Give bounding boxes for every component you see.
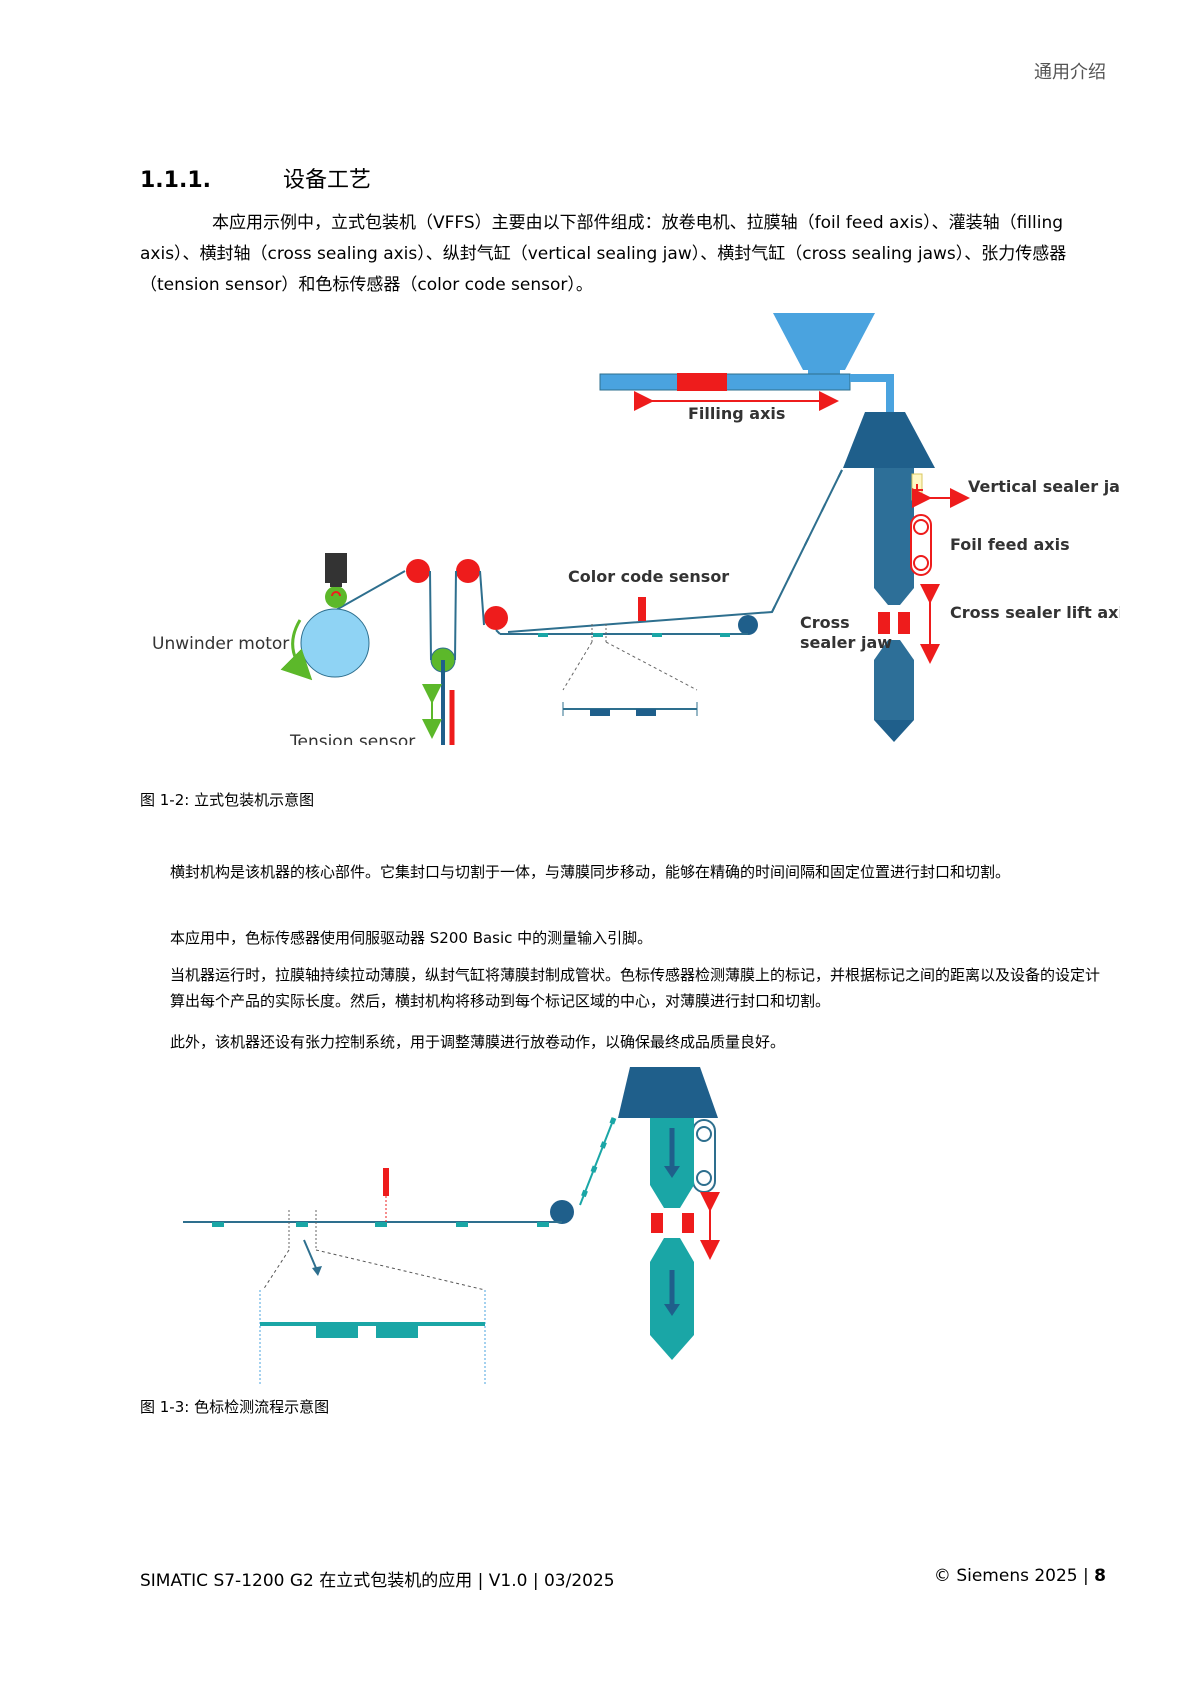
footer-copyright: © Siemens 2025 | 8 [934, 1566, 1106, 1586]
intro-paragraph: 本应用示例中，立式包装机（VFFS）主要由以下部件组成：放卷电机、拉膜轴（foi… [140, 213, 1067, 295]
film-path [507, 469, 843, 633]
color-code-sensor-2 [383, 1168, 389, 1196]
section-number: 1.1.1. [140, 168, 211, 193]
body-paragraph-4: 此外，该机器还设有张力控制系统，用于调整薄膜进行放卷动作，以确保最终成品质量良好… [170, 1033, 786, 1051]
forming-shoulder [843, 412, 935, 468]
figure1-caption: 图 1-2: 立式包装机示意图 [140, 791, 315, 809]
cross-sealer-jaw-label-1: Cross [800, 613, 850, 632]
unwinder-rotation-arrow [280, 619, 313, 681]
section-heading: 1.1.1. 设备工艺 [140, 162, 371, 194]
foil-feed-belt [910, 514, 932, 576]
section-title: 设备工艺 [283, 168, 372, 193]
footer-copyright-text: © Siemens 2025 | [933, 1566, 1095, 1586]
unwinder-drive-wheel [325, 586, 347, 608]
unwinder-motor-label: Unwinder motor [152, 634, 289, 654]
figure-vffs-machine: Filling axis Vertical sealer jaw Foil fe… [152, 313, 1120, 745]
color-code-sensor-label: Color code sensor [568, 567, 729, 586]
cross-sealer-jaw-2-right [682, 1213, 694, 1233]
cross-sealer-jaw-right [898, 612, 910, 634]
film-guide-roller [738, 615, 758, 635]
figure2-caption: 图 1-3: 色标检测流程示意图 [140, 1398, 330, 1416]
tension-sensor-label: Tension sensor [289, 732, 415, 745]
film-guide-roller-2 [550, 1200, 574, 1224]
foil-feed-belt-2 [692, 1119, 716, 1193]
body-paragraph-3: 当机器运行时，拉膜轴持续拉动薄膜，纵封气缸将薄膜封制成管状。色标传感器检测薄膜上… [170, 966, 1101, 1010]
filling-axis-label: Filling axis [688, 404, 785, 423]
body-paragraph-1: 横封机构是该机器的核心部件。它集封口与切割于一体，与薄膜同步移动，能够在精确的时… [170, 863, 1011, 881]
color-code-sensor [638, 597, 646, 621]
body-paragraph-2: 本应用中，色标传感器使用伺服驱动器 S200 Basic 中的测量输入引脚。 [170, 929, 653, 947]
unwinder-motor [325, 553, 347, 583]
unwinder-roll [300, 608, 370, 678]
figure-color-detection [183, 1067, 720, 1385]
foil-feed-axis-label: Foil feed axis [950, 535, 1070, 554]
footer-document-info: SIMATIC S7-1200 G2 在立式包装机的应用 | V1.0 | 03… [140, 1571, 615, 1591]
cross-sealer-lift-axis-label: Cross sealer lift axis [950, 603, 1120, 622]
forming-tube-upper [874, 468, 914, 588]
filling-axis-carriage [677, 373, 727, 391]
cross-sealer-jaw-label-2: sealer jaw [800, 633, 892, 652]
forming-tube-tip [874, 720, 914, 742]
forming-tube-lower [874, 640, 914, 720]
idler-roller-1 [406, 559, 430, 583]
forming-shoulder-2 [618, 1067, 718, 1118]
cross-sealer-jaw-2-left [651, 1213, 663, 1233]
page-header-chapter: 通用介绍 [1034, 62, 1106, 83]
filling-pipe [850, 374, 894, 412]
cross-sealer-jaw-left [878, 612, 890, 634]
vertical-sealer-jaw-label: Vertical sealer jaw [968, 477, 1120, 496]
hopper [773, 313, 875, 370]
idler-roller-3 [484, 606, 508, 630]
footer-page-number: 8 [1094, 1566, 1106, 1586]
idler-roller-2 [456, 559, 480, 583]
forming-tube-neck [874, 588, 914, 605]
